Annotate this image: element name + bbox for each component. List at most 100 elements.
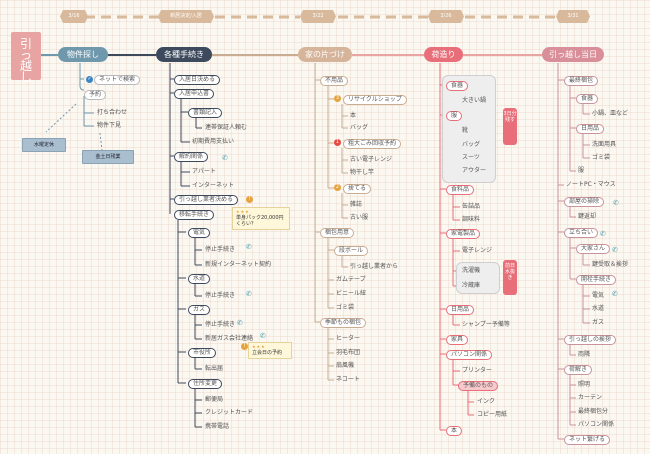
node-water-open[interactable]: 水道 — [592, 305, 605, 312]
node-seasoning[interactable]: 調味料 — [462, 216, 481, 223]
node-old-microwave[interactable]: 古い電子レンジ — [350, 156, 393, 163]
node-copy-paper[interactable]: コピー用紙 — [477, 411, 508, 418]
node-food[interactable]: 食料品 — [446, 185, 475, 195]
node-microwave[interactable]: 電子レンジ — [462, 247, 493, 254]
node-credit-card[interactable]: クレジットカード — [205, 409, 254, 416]
node-clothes[interactable]: 服 — [446, 111, 463, 121]
node-daily-goods[interactable]: 日用品 — [446, 305, 475, 315]
node-neighbors[interactable]: 両隣 — [578, 351, 591, 358]
node-mover[interactable]: 引っ越し業者決める — [174, 195, 239, 205]
node-transfer[interactable]: 移転手続き — [174, 210, 215, 220]
node-water[interactable]: 水道 — [188, 274, 211, 284]
node-net-search[interactable]: ネットで検索 — [94, 75, 141, 85]
node-moving-out[interactable]: 転出届 — [205, 365, 224, 372]
node-final-pack[interactable]: 最終梱包 — [564, 76, 599, 86]
node-tableware-final[interactable]: 食器 — [576, 94, 599, 104]
node-unpacking[interactable]: 荷解き — [564, 365, 593, 375]
column-header-tidying[interactable]: 家の片づけ — [298, 47, 352, 62]
node-daily-final[interactable]: 日用品 — [576, 124, 605, 134]
node-key-return[interactable]: 鍵返却 — [578, 213, 597, 220]
node-pc-setup[interactable]: パソコン関係 — [578, 421, 615, 428]
node-pc-related[interactable]: パソコン関係 — [446, 350, 493, 360]
node-spares[interactable]: 予備のもの — [458, 381, 499, 391]
node-initial-cost[interactable]: 初期費用支払い — [192, 138, 235, 145]
node-toiletries[interactable]: 洗面用具 — [592, 141, 617, 148]
node-utility-open[interactable]: 開栓手続き — [576, 275, 617, 285]
node-trash-bag-final[interactable]: ゴミ袋 — [592, 154, 611, 161]
column-header-property-search[interactable]: 物件探し — [58, 47, 108, 62]
node-vinyl-cord[interactable]: ビニール紐 — [336, 290, 367, 297]
node-apartment[interactable]: アパート — [192, 168, 216, 175]
node-stop-3[interactable]: 停止手続き — [205, 321, 236, 328]
node-heater[interactable]: ヒーター — [336, 335, 361, 342]
column-header-procedures[interactable]: 各種手続き — [156, 47, 212, 62]
node-clothes-final[interactable]: 服 — [578, 167, 585, 174]
node-room-cleaning[interactable]: 部屋の掃除 — [564, 197, 605, 207]
node-move-in-date[interactable]: 入居日決める — [174, 75, 221, 85]
node-form-fill[interactable]: 書類記入 — [188, 108, 223, 118]
node-internet[interactable]: インターネット — [192, 182, 235, 189]
node-cardboard[interactable]: 段ボール — [334, 246, 369, 256]
node-bags[interactable]: バッグ — [350, 124, 369, 131]
node-suits[interactable]: スーツ — [462, 154, 480, 161]
node-new-internet[interactable]: 新規インターネット契約 — [205, 261, 272, 268]
node-canned[interactable]: 缶詰品 — [462, 203, 481, 210]
node-meeting[interactable]: 打ち合わせ — [97, 109, 128, 116]
node-greeting[interactable]: 引っ越しの挨拶 — [564, 335, 617, 345]
node-tape[interactable]: ガムテープ — [336, 276, 366, 283]
node-cancellation[interactable]: 解約関係 — [174, 152, 209, 162]
node-throw-away[interactable]: 捨てる — [343, 184, 372, 194]
node-printer[interactable]: プリンター — [462, 367, 493, 374]
node-coat[interactable]: ネコート — [336, 376, 360, 383]
node-washing-machine[interactable]: 洗濯機 — [462, 267, 481, 274]
node-tableware[interactable]: 食器 — [446, 81, 469, 91]
node-gas-open[interactable]: ガス — [592, 319, 605, 326]
node-fridge[interactable]: 冷蔵庫 — [462, 282, 481, 289]
node-appliances[interactable]: 家電製品 — [446, 229, 481, 239]
node-books-pack[interactable]: 本 — [446, 426, 463, 436]
node-duvet[interactable]: 羽毛布団 — [336, 349, 361, 356]
node-lighting[interactable]: 照明 — [578, 381, 591, 388]
node-trash-bags[interactable]: ゴミ袋 — [336, 304, 355, 311]
node-shampoo[interactable]: シャンプー予備等 — [462, 321, 510, 328]
node-stop-1[interactable]: 停止手続き — [205, 246, 236, 253]
node-ink[interactable]: インク — [477, 398, 496, 405]
node-witness[interactable]: 立ち合い — [564, 228, 599, 238]
node-electricity[interactable]: 電気 — [188, 228, 211, 238]
node-viewing[interactable]: 物件下見 — [97, 122, 122, 129]
node-curtain[interactable]: カーテン — [578, 394, 603, 401]
node-application[interactable]: 入居申込書 — [174, 89, 215, 99]
column-header-packing[interactable]: 荷造り — [424, 47, 463, 62]
node-reservation[interactable]: 予約 — [84, 90, 107, 100]
node-key-receive[interactable]: 鍵受取＆挨拶 — [592, 261, 629, 268]
root-node[interactable]: 引 っ 越 し — [11, 32, 41, 84]
node-guarantor[interactable]: 連帯保証人頼む — [205, 124, 248, 131]
node-furniture[interactable]: 家具 — [446, 335, 469, 345]
node-outerwear[interactable]: アウター — [462, 167, 487, 174]
node-fan[interactable]: 扇風機 — [336, 362, 355, 369]
node-connect-net[interactable]: ネット繋げる — [564, 435, 611, 445]
node-unwanted[interactable]: 不用品 — [320, 76, 349, 86]
node-new-gas[interactable]: 新居ガス会社連絡 — [205, 335, 254, 342]
column-header-moving-day[interactable]: 引っ越し当日 — [542, 47, 604, 62]
node-magazines[interactable]: 雑誌 — [350, 201, 363, 208]
node-old-clothes[interactable]: 古い服 — [350, 214, 369, 221]
node-mobile[interactable]: 携帯電話 — [205, 423, 230, 430]
node-packing-prep[interactable]: 梱包用意 — [320, 228, 355, 238]
node-books[interactable]: 本 — [350, 112, 357, 119]
node-electric-open[interactable]: 電気 — [592, 292, 605, 299]
node-bags[interactable]: バッグ — [462, 141, 481, 148]
node-recycle[interactable]: リサイクルショップ — [343, 95, 407, 105]
node-bulky-waste[interactable]: 粗大ごみ回収予約 — [343, 139, 402, 149]
node-gas[interactable]: ガス — [188, 305, 211, 315]
node-landlord[interactable]: 大家さん — [576, 244, 611, 254]
node-small-pot[interactable]: 小鍋、皿など — [592, 110, 629, 117]
node-address-change[interactable]: 住所変更 — [188, 379, 223, 389]
node-seasonal[interactable]: 季節もの梱包 — [320, 318, 367, 328]
node-from-mover[interactable]: 引っ越し業者から — [350, 263, 399, 270]
node-shoes[interactable]: 靴 — [462, 127, 469, 134]
node-laptop-mouse[interactable]: ノートPC・マウス — [566, 181, 616, 188]
node-stop-2[interactable]: 停止手続き — [205, 292, 236, 299]
node-big-pot[interactable]: 大きい鍋 — [462, 97, 487, 104]
node-final-pack-items[interactable]: 最終梱包分 — [578, 408, 609, 415]
